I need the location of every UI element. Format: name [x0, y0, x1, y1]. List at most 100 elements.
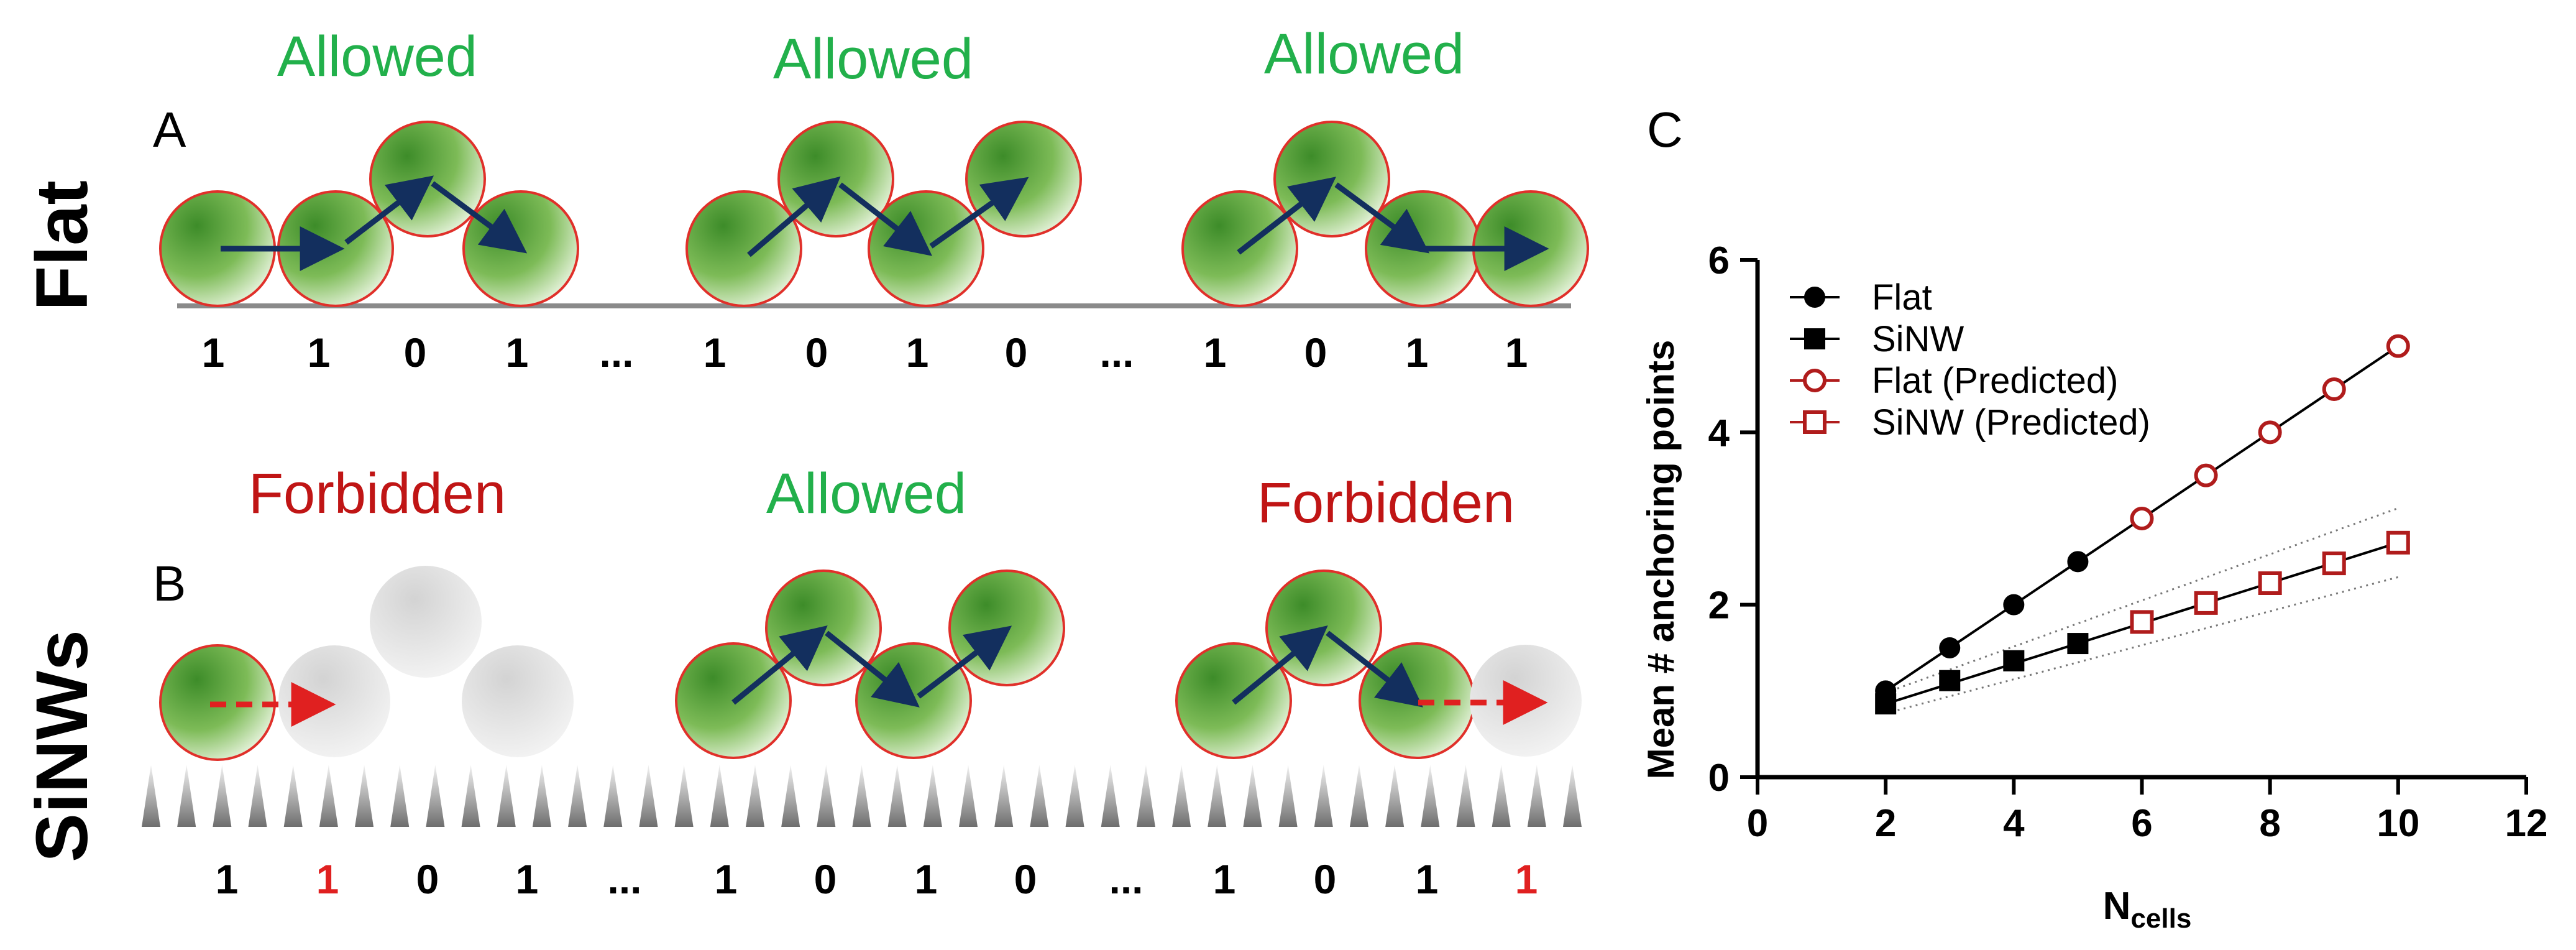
sequence-digit: 1 — [715, 856, 738, 902]
step-arrow — [431, 181, 528, 254]
row-label-sinws: SiNWs — [21, 630, 103, 862]
x-tick-label: 10 — [2377, 802, 2419, 845]
x-axis-label-main: N — [2103, 885, 2131, 928]
nanowire-spike — [674, 765, 694, 827]
data-point-flat-predicted — [2322, 377, 2346, 401]
panel-a-title-1: Allowed — [277, 25, 477, 88]
sequence-ellipsis: ... — [599, 330, 633, 376]
cell-sphere — [965, 121, 1082, 238]
step-arrow — [1334, 182, 1430, 254]
nanowire-spike — [1314, 765, 1333, 827]
nanowire-spike — [1527, 765, 1546, 827]
sequence-digit: 1 — [704, 330, 727, 376]
sequence-digit: 1 — [308, 330, 331, 376]
nanowire-spike — [887, 765, 907, 827]
data-point-flat — [1939, 637, 1961, 658]
nanowire-spike — [781, 765, 800, 827]
nanowire-spike — [142, 765, 160, 827]
nanowire-spike — [355, 765, 374, 827]
data-point-flat-predicted — [2258, 420, 2282, 445]
x-tick-label: 8 — [2259, 802, 2280, 845]
sequence-digit: 0 — [1014, 856, 1037, 902]
nanowire-spike — [248, 765, 267, 827]
y-tick-label: 2 — [1708, 584, 1730, 627]
step-arrow — [838, 182, 932, 256]
panel-label-c: C — [1647, 102, 1683, 157]
data-points — [1875, 334, 2410, 715]
sequence-ellipsis: ... — [607, 856, 641, 902]
nanowire-spike — [1172, 765, 1191, 827]
x-tick-label: 4 — [2003, 802, 2025, 845]
panel-a-title-2: Allowed — [773, 27, 973, 91]
step-arrow — [825, 630, 920, 708]
sequence-digit: 0 — [1005, 330, 1028, 376]
step-arrow — [747, 176, 841, 257]
panel-label-a: A — [153, 102, 186, 157]
step-arrow — [929, 177, 1029, 249]
data-point-sinw-predicted — [2258, 571, 2282, 595]
legend-label: Flat — [1872, 277, 1932, 318]
sequence-digit: 1 — [1505, 330, 1528, 376]
sequence-digit: 1 — [1204, 330, 1227, 376]
data-point-sinw — [2003, 650, 2025, 671]
nanowire-spike — [1563, 765, 1582, 827]
legend-label: SiNW (Predicted) — [1872, 402, 2150, 443]
data-point-sinw — [1939, 670, 1961, 691]
cell-sphere — [1273, 121, 1390, 238]
sequence-ellipsis: ... — [1099, 330, 1134, 376]
sequence-digit: 0 — [416, 856, 439, 902]
nanowire-spike — [1385, 765, 1405, 827]
confidence-band-lower — [1885, 576, 2399, 714]
step-arrow — [1237, 177, 1336, 255]
legend-marker — [1804, 287, 1825, 308]
data-point-flat — [2003, 594, 2025, 616]
nanowire-spike — [1349, 765, 1368, 827]
cell-sphere — [765, 570, 882, 686]
empty-site-sphere — [370, 566, 482, 678]
nanowire-spike — [1208, 765, 1227, 827]
nanowire-spike — [710, 765, 729, 827]
legend-marker — [1803, 369, 1827, 392]
step-arrow — [1232, 625, 1328, 705]
x-axis-label: Ncells — [2103, 885, 2192, 934]
sequence-digit: 0 — [805, 330, 828, 376]
panel-a-title-3: Allowed — [1264, 22, 1464, 86]
legend-marker — [1803, 410, 1827, 434]
nanowire-spike — [1492, 765, 1511, 827]
sequence-digit: 0 — [1304, 330, 1327, 376]
cell-sphere — [369, 121, 486, 238]
nanowire-spike — [959, 765, 978, 827]
sequence-digit: 1 — [1416, 856, 1439, 902]
nanowire-spike — [426, 765, 445, 827]
x-tick-label: 0 — [1747, 802, 1768, 845]
data-point-flat-predicted — [2386, 334, 2410, 358]
nanowire-spike — [1243, 765, 1262, 827]
sequence-digit: 1 — [516, 856, 539, 902]
panel-b-title-3: Forbidden — [1257, 471, 1515, 535]
cell-sphere — [948, 570, 1065, 686]
data-point-sinw-predicted — [2194, 591, 2218, 615]
x-axis-label-subscript: cells — [2130, 903, 2191, 934]
nanowire-spike — [852, 765, 871, 827]
sequence-digit: 1 — [906, 330, 929, 376]
y-tick-label: 6 — [1708, 239, 1730, 282]
sequence-digit: 1 — [915, 856, 938, 902]
y-tick-label: 0 — [1708, 757, 1730, 800]
nanowire-spike — [923, 765, 942, 827]
nanowire-spike — [283, 765, 303, 827]
data-point-sinw-predicted — [2322, 551, 2346, 576]
sequence-digit: 1 — [1515, 856, 1538, 902]
data-point-sinw — [1875, 693, 1897, 715]
silicon-nanowire-array — [142, 765, 1582, 827]
sequence-digit: 0 — [1314, 856, 1337, 902]
step-arrow — [731, 625, 828, 705]
nanowire-spike — [461, 765, 480, 827]
nanowire-spike — [1421, 765, 1440, 827]
panel-b-title-1: Forbidden — [249, 462, 506, 525]
